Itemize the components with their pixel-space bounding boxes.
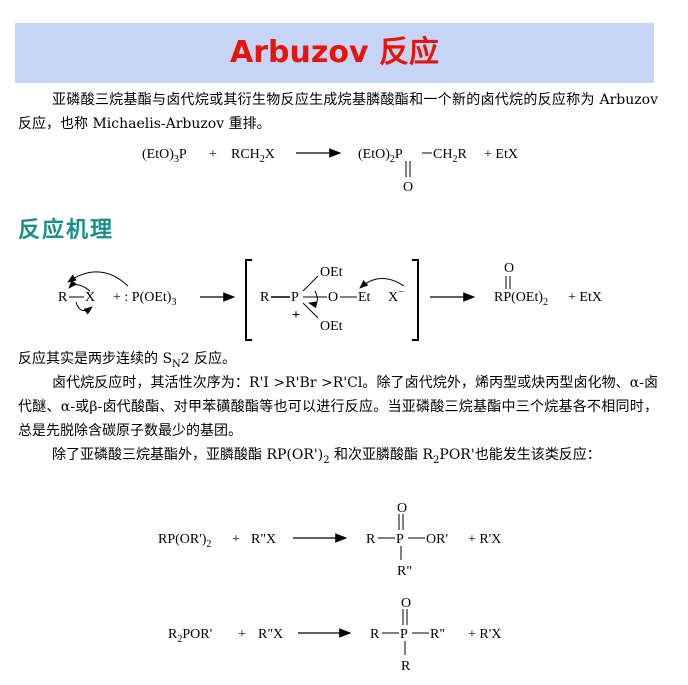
svg-text:RCH2X: RCH2X bbox=[231, 147, 275, 165]
sn2-post: 2 反应。 bbox=[180, 351, 237, 367]
page-title: Arbuzov 反应 bbox=[230, 35, 439, 70]
other-pre: 除了亚磷酸三烷基酯外，亚膦酸酯 RP(OR') bbox=[52, 447, 324, 463]
eq2-p: P bbox=[396, 532, 404, 547]
eq3-reagent: R"X bbox=[258, 627, 283, 642]
eq2-reagent: R"X bbox=[251, 532, 276, 547]
svg-text:X−: X− bbox=[388, 286, 404, 305]
eq3-r3: R" bbox=[430, 627, 445, 642]
equation-1: (EtO)3P + RCH2X (EtO)2P CH2R + EtX O bbox=[142, 147, 518, 195]
eq1-byproduct: + EtX bbox=[484, 147, 518, 162]
activity-paragraph: 卤代烷反应时，其活性次序为：R'I >R'Br >R'Cl。除了卤代烷外，烯丙型… bbox=[18, 375, 658, 439]
other-mid: 和次亚膦酸酯 R bbox=[329, 447, 434, 463]
eq2-r: R bbox=[366, 532, 376, 547]
eq1-oxygen: O bbox=[403, 180, 413, 195]
svg-text:RP(OEt)2: RP(OEt)2 bbox=[494, 290, 548, 308]
eq3-o: O bbox=[401, 596, 411, 611]
other-sub2: 2 bbox=[433, 454, 440, 466]
int-p: P bbox=[291, 290, 299, 305]
sn2-sub: N bbox=[172, 358, 181, 370]
eq3-r: R bbox=[370, 627, 380, 642]
other-sub: 2 bbox=[323, 454, 330, 466]
eq3-rbottom: R bbox=[401, 659, 411, 674]
prod-etx: + EtX bbox=[568, 290, 602, 305]
mech-x: X bbox=[85, 290, 95, 305]
svg-text:RP(OR')2: RP(OR')2 bbox=[158, 532, 211, 550]
eq2-or: OR' bbox=[426, 532, 448, 547]
svg-text:(EtO)3P: (EtO)3P bbox=[142, 147, 187, 165]
svg-text:R2POR': R2POR' bbox=[168, 627, 212, 645]
mechanism-heading: 反应机理 bbox=[18, 217, 115, 243]
prod-o: O bbox=[504, 261, 514, 276]
int-et: Et bbox=[358, 290, 371, 305]
eq3-byproduct: + R'X bbox=[468, 627, 501, 642]
sn2-pre: 反应其实是两步连续的 S bbox=[18, 351, 173, 367]
title-banner: Arbuzov 反应 bbox=[15, 23, 654, 83]
int-oet-bottom: OEt bbox=[320, 319, 343, 334]
eq2-r2: R" bbox=[397, 564, 412, 579]
sn2-note: 反应其实是两步连续的 SN2 反应。 bbox=[18, 347, 658, 377]
int-plus: + bbox=[292, 308, 300, 323]
other-reactants-paragraph: 除了亚磷酸三烷基酯外，亚膦酸酯 RP(OR')2 和次亚膦酸酯 R2POR'也能… bbox=[18, 443, 658, 473]
mech-r: R bbox=[58, 290, 68, 305]
svg-text:(EtO)2P: (EtO)2P bbox=[358, 147, 403, 165]
mechanism-scheme: R X + : P(OEt)3 R P OEt O Et OEt + X− O … bbox=[58, 259, 602, 341]
equation-2: RP(OR')2 + R"X R P OR' O R" + R'X bbox=[158, 501, 501, 579]
svg-text:+ : P(OEt)3: + : P(OEt)3 bbox=[113, 290, 176, 308]
int-oet-top: OEt bbox=[320, 265, 343, 280]
int-r: R bbox=[260, 290, 270, 305]
other-post: POR'也能发生该类反应： bbox=[439, 447, 601, 463]
intro-paragraph: 亚磷酸三烷基酯与卤代烷或其衍生物反应生成烷基膦酸酯和一个新的卤代烷的反应称为 A… bbox=[18, 92, 658, 132]
svg-text:CH2R: CH2R bbox=[433, 147, 467, 165]
equation-3: R2POR' + R"X R P R" O R + R'X bbox=[168, 596, 501, 674]
eq1-plus: + bbox=[209, 147, 217, 162]
eq2-plus: + bbox=[232, 532, 240, 547]
int-o: O bbox=[328, 290, 338, 305]
eq2-byproduct: + R'X bbox=[468, 532, 501, 547]
eq3-plus: + bbox=[238, 627, 246, 642]
eq3-p: P bbox=[400, 627, 408, 642]
eq2-o: O bbox=[397, 501, 407, 516]
